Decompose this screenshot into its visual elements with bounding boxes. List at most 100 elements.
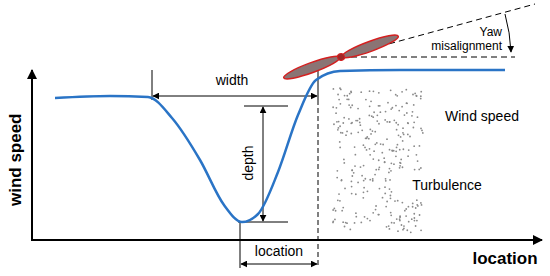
x-axis <box>31 239 542 241</box>
turbulence-dot <box>349 229 351 231</box>
turbulence-dot <box>414 169 416 171</box>
turbulence-dot <box>354 154 356 156</box>
turbulence-dot <box>413 104 415 106</box>
turbulence-dot <box>378 92 380 94</box>
turbulence-dot <box>390 214 392 216</box>
turbulence-dot <box>399 216 401 218</box>
turbulence-dot <box>403 225 405 227</box>
turbulence-dot <box>404 114 406 116</box>
turbulence-dot <box>351 186 353 188</box>
turbulence-dot <box>338 193 340 195</box>
turbulence-dot <box>393 222 395 224</box>
turbulence-dot <box>382 144 384 146</box>
turbulence-dot <box>401 106 403 108</box>
turbulence-dot <box>400 136 402 138</box>
turbulence-dot <box>339 141 341 143</box>
axis-title: wind speed <box>5 114 25 207</box>
turbulence-dot <box>391 191 393 193</box>
turbulence-dot <box>398 110 400 112</box>
turbulence-dot <box>348 104 350 106</box>
turbulence-dot <box>379 188 381 190</box>
turbulence-dot <box>373 150 375 152</box>
turbulence-dot <box>365 137 367 139</box>
turbulence-dot <box>384 192 386 194</box>
turbulence-dot <box>401 91 403 93</box>
turbulence-dot <box>396 146 398 148</box>
turbulence-dot <box>373 90 375 92</box>
turbulence-dot <box>338 99 340 101</box>
turbulence-dot <box>350 122 352 124</box>
turbulence-dot <box>354 222 356 224</box>
turbulence-dot <box>396 95 398 97</box>
turbulence-dot <box>407 134 409 136</box>
turbulence-dot <box>350 91 352 93</box>
turbulence-dot <box>350 133 352 135</box>
turbulence-dot <box>363 144 365 146</box>
turbulence-dot <box>346 131 348 133</box>
turbulence-dot <box>342 207 344 209</box>
turbulence-dot <box>422 132 424 134</box>
turbulence-dot <box>341 210 343 212</box>
turbulence-dot <box>386 121 388 123</box>
depth-tick <box>244 106 288 107</box>
turbulence-dot <box>335 210 337 212</box>
turbulence-dot <box>386 226 388 228</box>
turbulence-dot <box>394 200 396 202</box>
turbulence-dot <box>338 121 340 123</box>
turbulence-dot <box>411 218 413 220</box>
turbulence-dot <box>403 134 405 136</box>
turbulence-dot <box>421 130 423 132</box>
turbulence-dot <box>412 94 414 96</box>
turbulence-dot <box>389 121 391 123</box>
turbulence-dot <box>397 230 399 232</box>
turbulence-dot <box>413 217 415 219</box>
turbulence-dot <box>341 179 343 181</box>
turbulence-dot <box>399 149 401 151</box>
turbulence-dot <box>387 102 389 104</box>
turbulence-dot <box>402 140 404 142</box>
turbulence-dot <box>374 174 376 176</box>
turbulence-dot <box>404 210 406 212</box>
turbulence-dot <box>377 214 379 216</box>
turbulence-dot <box>405 215 407 217</box>
turbulence-dot <box>372 158 374 160</box>
turbulence-dot <box>333 123 335 125</box>
turbulence-dot <box>399 165 401 167</box>
turbulence-dot <box>415 154 417 156</box>
turbulence-dot <box>349 93 351 95</box>
turbulence-dot <box>362 197 364 199</box>
turbulence-dot <box>341 180 343 182</box>
turbulence-dot <box>342 132 344 134</box>
turbulence-dot <box>419 214 421 216</box>
turbulence-dot <box>399 167 401 169</box>
turbulence-dot <box>374 143 376 145</box>
turbulence-dot <box>360 222 362 224</box>
turbulence-dot <box>385 178 387 180</box>
turbulence-dot <box>412 206 414 208</box>
turbulence-dot <box>360 166 362 168</box>
turbulence-dot <box>368 138 370 140</box>
turbulence-dot <box>372 180 374 182</box>
turbulence-dot <box>397 200 399 202</box>
turbulence-dot <box>395 105 397 107</box>
turbulence-dot <box>364 216 366 218</box>
turbulence-dot <box>340 132 342 134</box>
turbulence-dot <box>419 145 421 147</box>
turbulence-dot <box>369 179 371 181</box>
turbulence-dot <box>372 130 374 132</box>
turbulence-dot <box>340 88 342 90</box>
dimension-label: width <box>216 72 249 88</box>
turbulence-dot <box>357 131 359 133</box>
turbulence-dot <box>420 167 422 169</box>
location-dimension <box>241 264 317 265</box>
turbulence-dot <box>363 191 365 193</box>
turbulence-dot <box>385 111 387 113</box>
turbulence-dot <box>416 95 418 97</box>
turbulence-dot <box>332 209 334 211</box>
turbulence-dot <box>332 88 334 90</box>
turbulence-dot <box>360 91 362 93</box>
turbulence-dot <box>353 172 355 174</box>
turbulence-dot <box>355 120 357 122</box>
turbulence-dot <box>346 95 348 97</box>
